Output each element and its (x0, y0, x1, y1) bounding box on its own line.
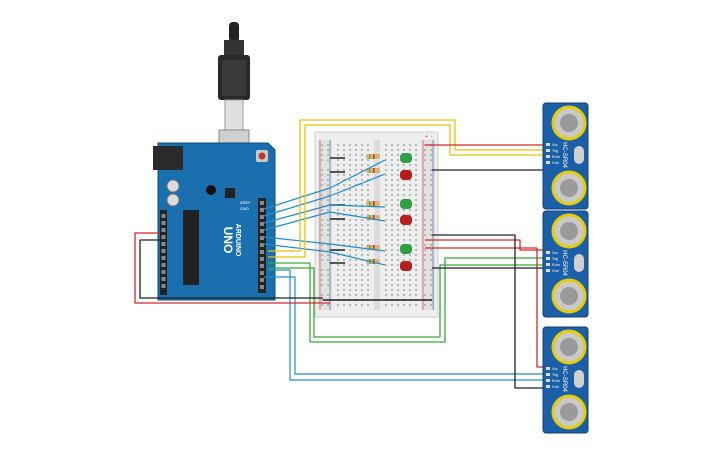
resistor (366, 201, 380, 206)
ultrasonic-sensor: HC-SR04 Vcc Trig Echo Gnd (542, 326, 589, 434)
arduino-model: UNO (221, 227, 235, 254)
sensor-pin: Echo (552, 263, 560, 267)
sensor-pin: Echo (552, 155, 560, 159)
led-green (400, 153, 412, 163)
sensor-label: HC-SR04 (561, 366, 567, 392)
aref-label: AREF (240, 200, 251, 205)
sensor-pin: Gnd (552, 161, 559, 165)
wires (134, 119, 548, 389)
sensor-pin: Gnd (552, 385, 559, 389)
sensor-label: HC-SR04 (561, 250, 567, 276)
sensor-pin: Vcc (552, 251, 558, 255)
sensor-pin: Vcc (552, 143, 558, 147)
breadboard: + - (314, 131, 439, 318)
led-red (400, 170, 412, 180)
sensor-pin: Vcc (552, 367, 558, 371)
sensor-pin: Trig (552, 373, 558, 377)
ultrasonic-sensor: HC-SR04 Vcc Trig Echo Gnd (542, 210, 589, 318)
led-green (400, 244, 412, 254)
arduino-board: ARDUINO UNO AREF GND (153, 142, 276, 301)
leds (400, 153, 412, 271)
breadboard-holes (321, 144, 432, 306)
arduino-brand: ARDUINO (234, 224, 241, 257)
sensor-pin: Echo (552, 379, 560, 383)
sensor-pin: Gnd (552, 269, 559, 273)
sensor-pin: Trig (552, 149, 558, 153)
yellow-wires (268, 119, 548, 258)
resistor (366, 168, 380, 173)
led-green (400, 199, 412, 209)
led-red (400, 261, 412, 271)
black-wires (139, 169, 548, 389)
sensor-label: HC-SR04 (561, 142, 567, 168)
resistor (366, 154, 380, 159)
green-wires (268, 257, 548, 343)
blue-wires (263, 159, 545, 381)
breadboard-plus: + (425, 134, 428, 140)
ultrasonic-sensor: HC-SR04 Vcc Trig Echo Gnd (542, 102, 589, 210)
led-red (400, 215, 412, 225)
gnd-label: GND (240, 206, 249, 211)
breadboard-minus: - (431, 134, 433, 140)
sensor-pin: Trig (552, 257, 558, 261)
